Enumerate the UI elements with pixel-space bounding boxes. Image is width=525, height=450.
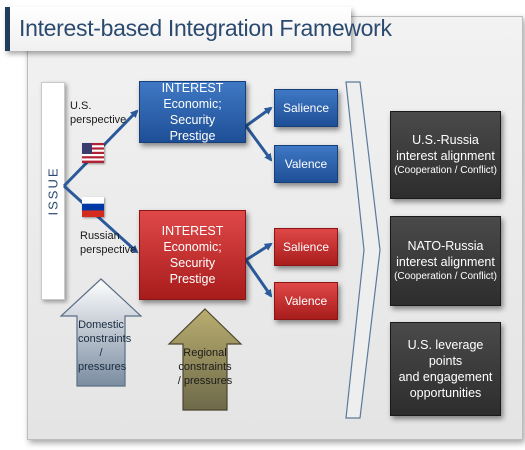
russia-perspective-label: Russian perspective	[80, 230, 137, 256]
domestic-constraints-label: Domestic constraints / pressures	[78, 319, 132, 373]
us-salience-label: Salience	[282, 101, 330, 115]
us-interest-box: INTEREST Economic; Security Prestige	[139, 81, 246, 143]
outcome-1-sub: (Cooperation / Conflict)	[394, 165, 497, 176]
us-interest-line3: Prestige	[169, 129, 216, 143]
russia-interest-title: INTEREST	[161, 224, 224, 238]
page-title: Interest-based Integration Framework	[19, 15, 392, 41]
outcome-2-sub: (Cooperation / Conflict)	[394, 271, 497, 282]
outcome-2-line1: NATO-Russia	[407, 239, 484, 253]
outcome-3-line3: opportunities	[409, 386, 482, 400]
us-perspective-label: U.S. perspective	[70, 100, 127, 126]
outcome-2-line2: interest alignment	[396, 255, 495, 269]
title-bar: Interest-based Integration Framework	[5, 7, 392, 51]
russia-flag-icon	[82, 197, 104, 217]
title-accent	[5, 7, 10, 51]
outcome-3-line1: U.S. leverage points	[407, 338, 484, 368]
russia-salience-box: Salience	[274, 228, 338, 266]
russia-salience-label: Salience	[282, 240, 330, 254]
outcome-us-russia-box: U.S.-Russia interest alignment (Cooperat…	[390, 111, 501, 199]
us-valence-box: Valence	[274, 145, 338, 183]
us-interest-line2: Economic; Security	[163, 97, 222, 127]
regional-constraints-label: Regional constraints / pressures	[177, 347, 233, 387]
us-salience-box: Salience	[274, 89, 338, 127]
us-interest-title: INTEREST	[161, 81, 224, 95]
outcome-leverage-box: U.S. leverage points and engagement oppo…	[390, 322, 501, 416]
outcome-1-line1: U.S.-Russia	[412, 133, 479, 147]
russia-interest-line3: Prestige	[169, 272, 216, 286]
russia-interest-box: INTEREST Economic; Security Prestige	[139, 210, 246, 300]
issue-label: ISSUE	[45, 166, 61, 216]
russia-interest-line2: Economic; Security	[163, 240, 222, 270]
us-valence-label: Valence	[284, 157, 328, 171]
outcome-nato-russia-box: NATO-Russia interest alignment (Cooperat…	[390, 216, 501, 306]
outcome-1-line2: interest alignment	[396, 149, 495, 163]
us-flag-icon	[82, 143, 104, 163]
outcome-3-line2: and engagement	[398, 370, 493, 384]
russia-valence-box: Valence	[274, 282, 338, 320]
issue-bar: ISSUE	[41, 82, 65, 300]
russia-valence-label: Valence	[284, 294, 328, 308]
